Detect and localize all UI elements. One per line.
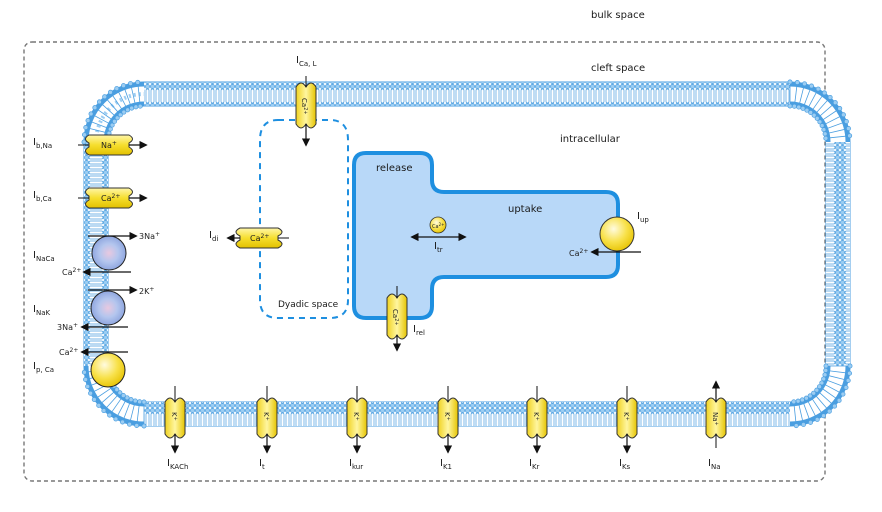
channel-b-na: Na+ Ib,Na (33, 134, 148, 156)
cell-membrane (83, 81, 851, 427)
svg-text:Na+: Na+ (711, 412, 719, 426)
svg-text:2K+: 2K+ (139, 286, 154, 296)
svg-text:Itr: Itr (434, 241, 443, 254)
dyadic-space-boundary (259, 119, 349, 319)
svg-text:3Na+: 3Na+ (57, 322, 78, 332)
calcium-pump: Ca2+ Ip, Ca (33, 347, 128, 388)
svg-text:Ib,Na: Ib,Na (33, 137, 52, 150)
svg-text:K+: K+ (352, 412, 360, 421)
svg-text:Ca2+: Ca2+ (250, 233, 269, 243)
svg-text:K+: K+ (443, 412, 451, 421)
svg-text:IKs: IKs (619, 458, 631, 471)
svg-text:K+: K+ (532, 412, 540, 421)
svg-text:Ca2+: Ca2+ (101, 193, 120, 203)
cleft-space-label: cleft space (591, 63, 645, 74)
svg-text:Ca2+: Ca2+ (62, 267, 81, 277)
sodium-potassium-pump: 2K+ 3Na+ INaK (33, 285, 154, 332)
svg-text:Na+: Na+ (101, 140, 117, 150)
svg-text:3Na+: 3Na+ (139, 231, 160, 241)
svg-text:Iup: Iup (637, 211, 649, 224)
svg-text:IKACh: IKACh (167, 458, 188, 471)
svg-text:Idi: Idi (209, 230, 218, 243)
channel-i-ks: K+ IKs (616, 386, 638, 471)
svg-text:Ca2+: Ca2+ (569, 248, 588, 258)
channel-i-t: K+ It (256, 386, 278, 471)
svg-text:Ib,Ca: Ib,Ca (33, 190, 52, 203)
sodium-calcium-exchanger: 3Na+ Ca2+ INaCa (33, 231, 160, 277)
dyadic-diffusion-channel: Ca2+ Idi (209, 227, 289, 249)
svg-text:Ca2+: Ca2+ (300, 98, 308, 115)
channel-i-kach: K+ IKACh (164, 386, 188, 471)
intracellular-label: intracellular (560, 134, 621, 145)
sr-release-label: release (376, 163, 412, 174)
svg-text:INaCa: INaCa (33, 250, 55, 263)
svg-text:Ca2+: Ca2+ (432, 222, 444, 230)
l-type-calcium-channel: Ca2+ ICa, L (295, 55, 317, 147)
bottom-membrane-channels: K+ IKACh K+ It K+ Ikur K+ IK1 K+ IKr K+ IKs Na+ INa (164, 380, 727, 471)
svg-text:Ip, Ca: Ip, Ca (33, 361, 54, 374)
channel-i-kr: K+ IKr (526, 386, 548, 471)
svg-text:ICa, L: ICa, L (296, 55, 317, 68)
svg-text:K+: K+ (170, 412, 178, 421)
sarcoplasmic-reticulum (352, 151, 620, 320)
channel-i-na: Na+ INa (705, 380, 727, 471)
channel-b-ca: Ca2+ Ib,Ca (33, 187, 148, 209)
svg-text:INaK: INaK (33, 304, 50, 317)
cleft-space-boundary (23, 41, 826, 482)
svg-text:Ikur: Ikur (349, 458, 363, 471)
svg-text:It: It (259, 458, 265, 471)
svg-text:IK1: IK1 (440, 458, 452, 471)
svg-text:Irel: Irel (413, 324, 425, 337)
svg-text:K+: K+ (622, 412, 630, 421)
bulk-space-label: bulk space (591, 10, 645, 21)
svg-text:Ca2+: Ca2+ (391, 309, 399, 326)
svg-text:Ca2+: Ca2+ (59, 347, 78, 357)
sr-uptake-label: uptake (508, 204, 542, 215)
svg-text:IKr: IKr (529, 458, 540, 471)
svg-text:INa: INa (708, 458, 720, 471)
channel-i-kur: K+ Ikur (346, 386, 368, 471)
uptake-pump: Ca2+ Iup (569, 211, 649, 258)
transfer-current: Ca2+ Itr (410, 216, 467, 254)
release-channel: Ca2+ Irel (386, 286, 425, 352)
channel-i-k1: K+ IK1 (437, 386, 459, 471)
dyadic-space-label: Dyadic space (278, 300, 339, 310)
svg-text:K+: K+ (262, 412, 270, 421)
